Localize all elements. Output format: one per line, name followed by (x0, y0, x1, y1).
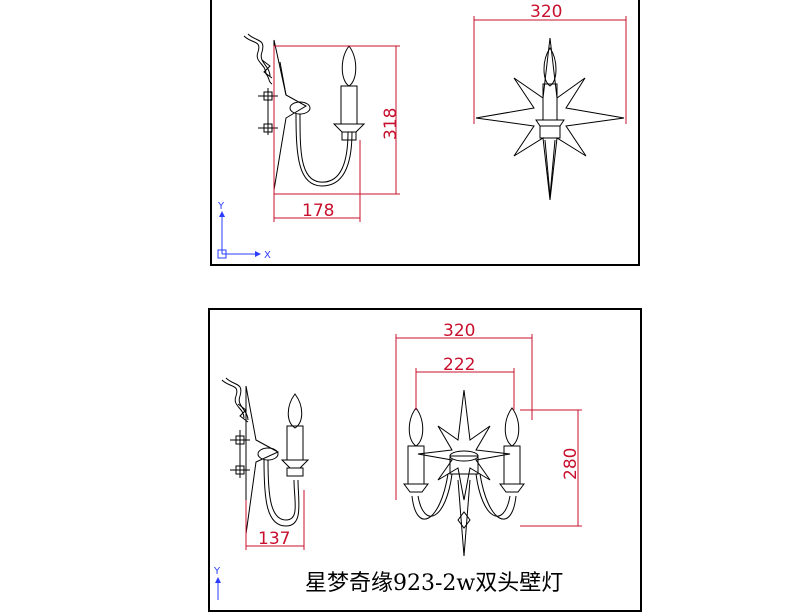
dim-side-height-top: 318 (381, 108, 401, 140)
axis-x-label-top: X (264, 250, 271, 261)
product-caption: 星梦奇缘923-2w双头壁灯 (305, 571, 564, 596)
dim-side-width-top: 178 (302, 201, 334, 221)
axis-y-label-bottom: Y (213, 566, 221, 577)
dimension-lines-top-front (473, 16, 627, 124)
dim-side-width-bottom: 137 (258, 529, 290, 549)
dim-front-width-outer: 320 (443, 321, 475, 341)
dim-front-height: 280 (561, 448, 581, 480)
dimension-lines-bottom-side (245, 490, 305, 550)
dimension-lines-top-side (273, 45, 400, 222)
dim-front-width-inner: 222 (443, 355, 475, 375)
side-view-top (243, 33, 366, 191)
drawing-frame-bottom (208, 308, 642, 612)
ucs-axis-icon-top (217, 211, 261, 259)
drawing-frame-top (210, 0, 640, 266)
front-view-bottom (403, 389, 525, 557)
dim-front-width-top: 320 (530, 2, 562, 22)
front-view-top (475, 37, 625, 201)
side-view-bottom (221, 377, 310, 535)
dimension-lines-bottom-front (395, 334, 582, 527)
axis-y-label-top: Y (217, 201, 225, 212)
